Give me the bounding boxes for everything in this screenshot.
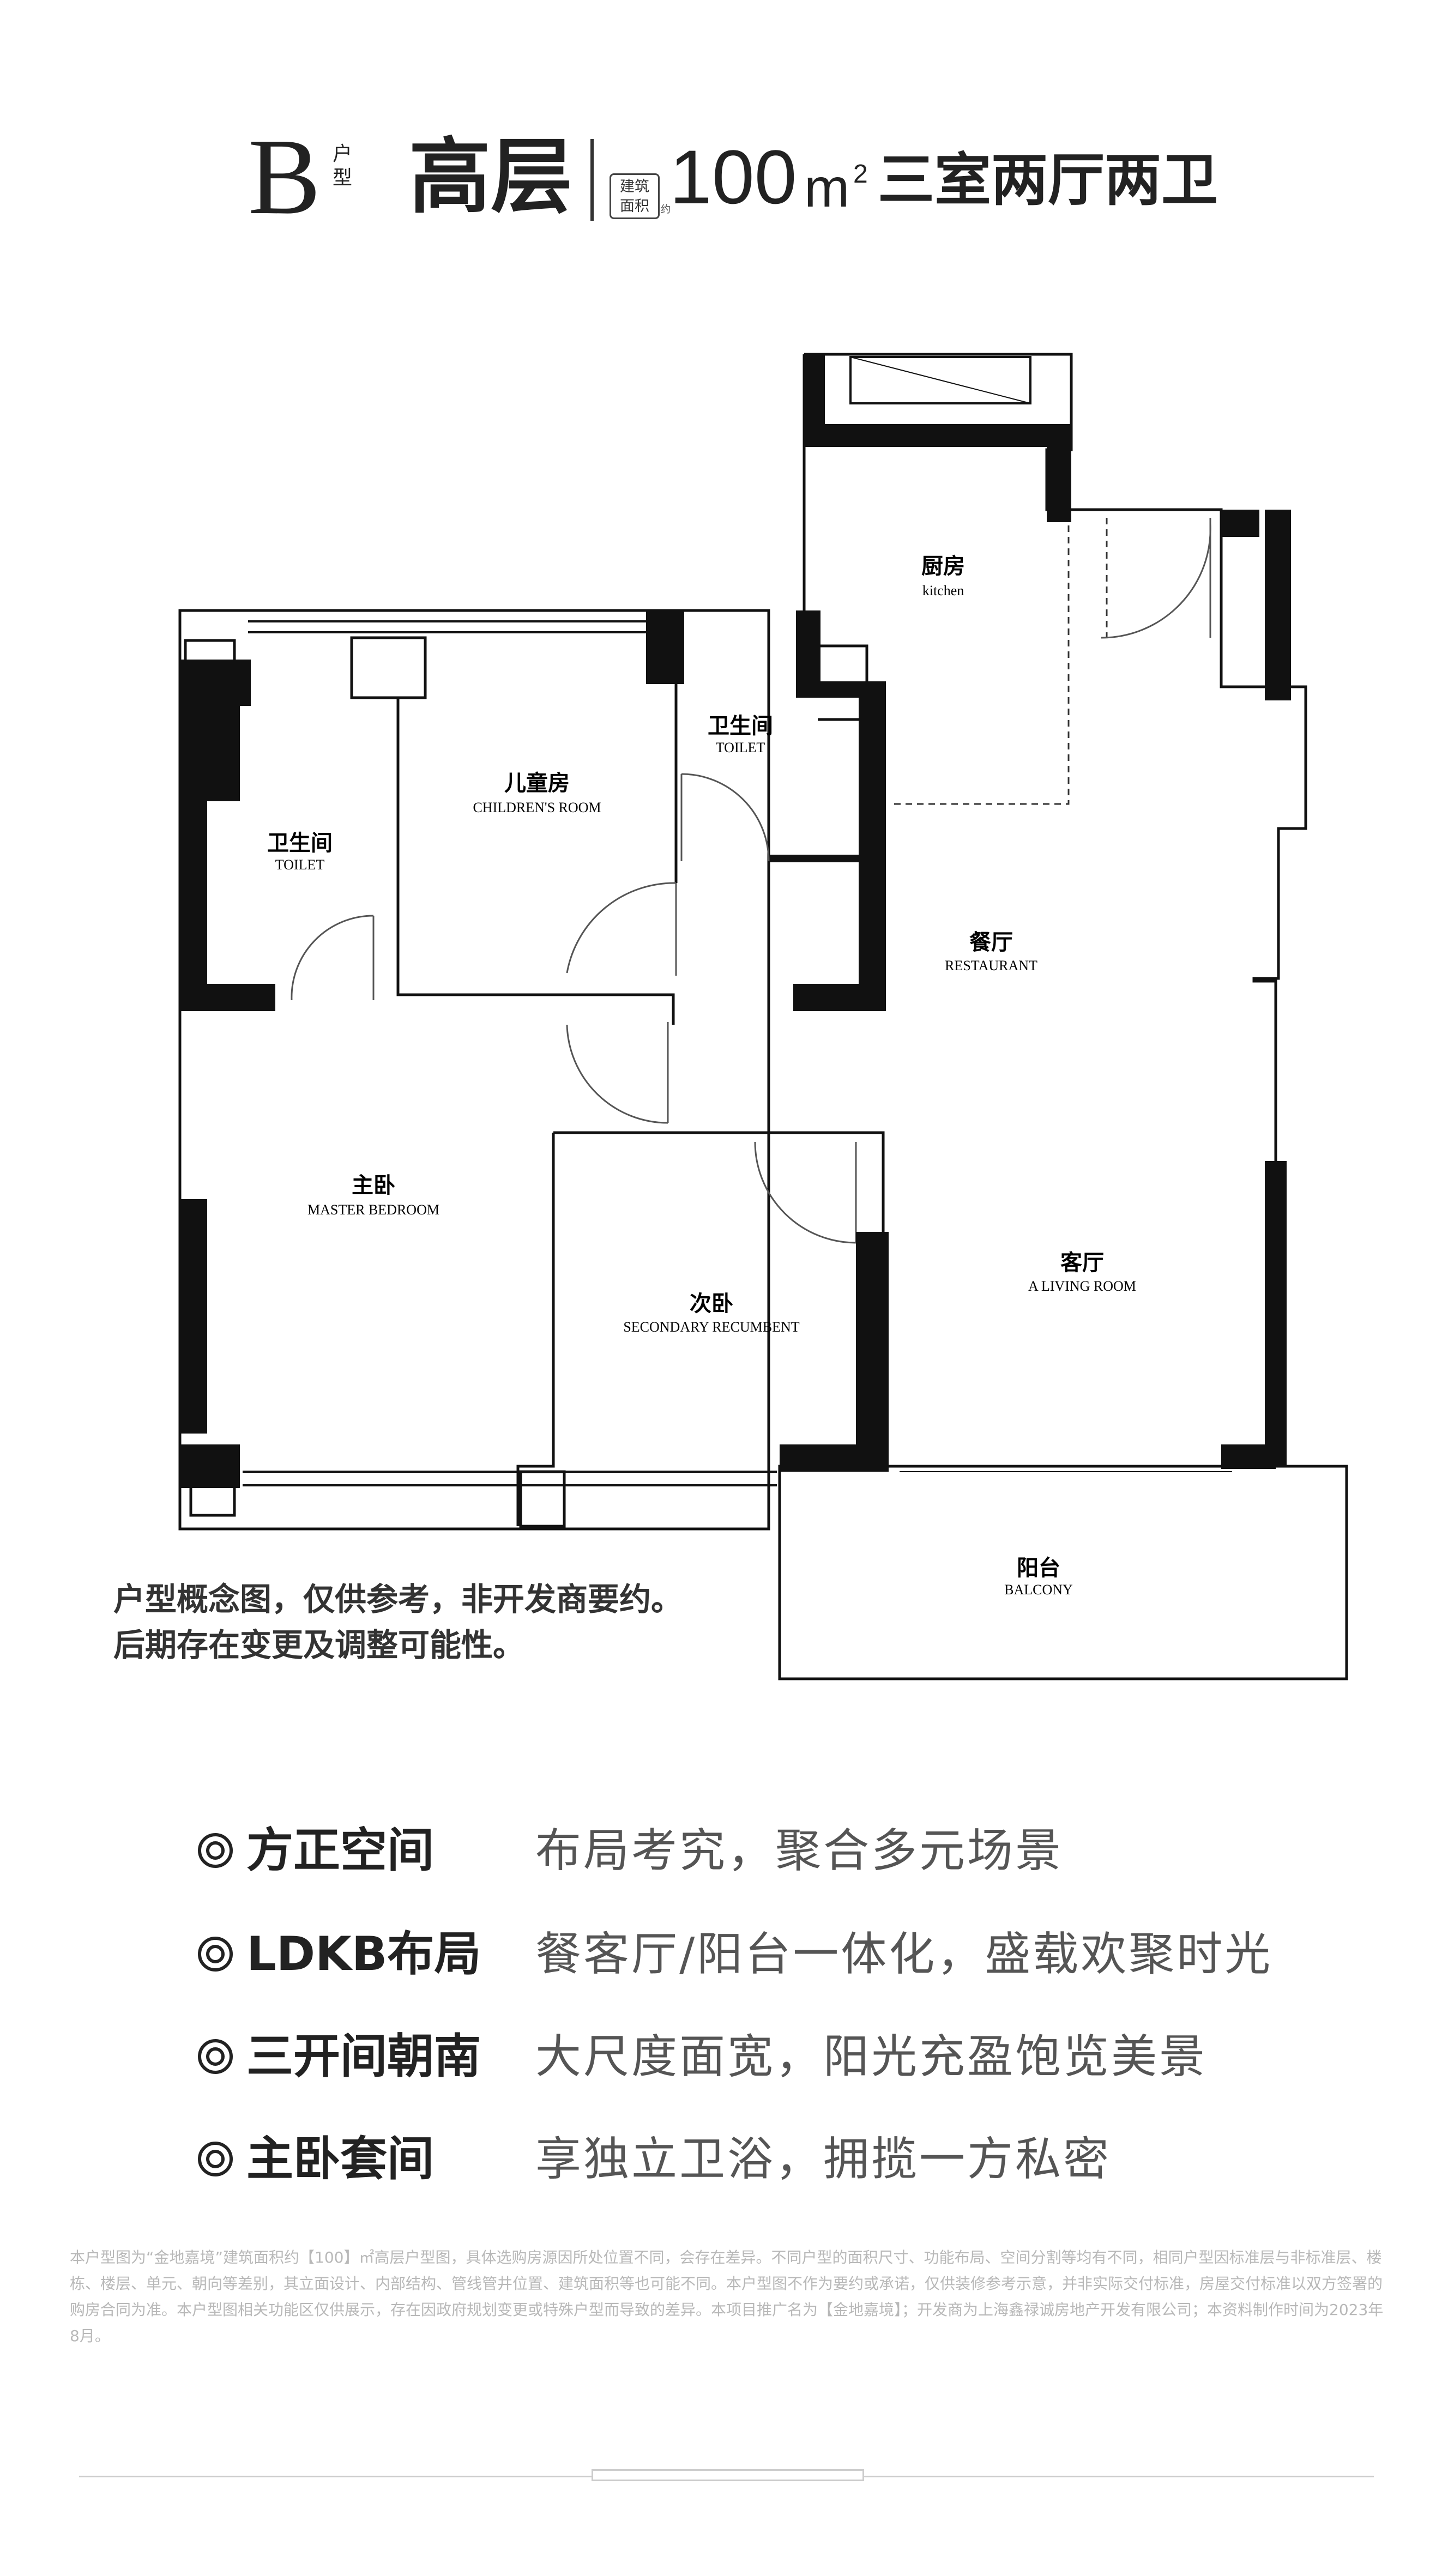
label-secondary-en: SECONDARY RECUMBENT bbox=[623, 1319, 799, 1335]
wall-nw-1 bbox=[180, 660, 251, 706]
unit-type-label-bottom: 型 bbox=[332, 167, 352, 189]
wall-restaurant-w bbox=[793, 984, 886, 1011]
unit-type-label-top: 户 bbox=[332, 143, 352, 165]
label-living-en: A LIVING ROOM bbox=[1028, 1278, 1136, 1294]
door-master bbox=[566, 1024, 668, 1124]
label-living-cn: 客厅 bbox=[1060, 1250, 1104, 1275]
wall-east-upper bbox=[1265, 510, 1291, 700]
wall-living-se bbox=[1221, 1444, 1276, 1469]
footer-bar bbox=[592, 2469, 864, 2481]
plan-outlines bbox=[178, 353, 1348, 1680]
area-tag-bottom: 面积 bbox=[620, 198, 649, 215]
label-master-cn: 主卧 bbox=[352, 1173, 395, 1198]
kitchen-dash bbox=[894, 518, 1108, 805]
label-restaurant-en: RESTAURANT bbox=[945, 958, 1037, 973]
solid-walls bbox=[180, 354, 1291, 1488]
label-restaurant-cn: 餐厅 bbox=[969, 930, 1013, 955]
closet-2 bbox=[519, 1470, 566, 1528]
door-swings bbox=[291, 518, 1211, 1244]
unit-type-letter: B bbox=[248, 117, 321, 237]
feature-key: LDKB布局 bbox=[246, 1927, 481, 1981]
feature-row: LDKB布局 餐客厅/阳台一体化，盛载欢聚时光 bbox=[196, 1924, 1341, 1984]
wall-entry-n bbox=[1221, 510, 1259, 537]
label-toilet-right-cn: 卫生间 bbox=[708, 713, 773, 739]
area-value: 100 bbox=[669, 134, 797, 220]
feature-key: 主卧套间 bbox=[246, 2132, 434, 2186]
feature-value: 大尺度面宽，阳光充盈饱览美景 bbox=[535, 2030, 1208, 2083]
wall-east-lower bbox=[1265, 1161, 1287, 1466]
wall-west-upper bbox=[180, 703, 207, 1011]
double-circle-icon bbox=[198, 2142, 233, 2176]
label-toilet-left-en: TOILET bbox=[275, 857, 325, 873]
plan-disclaimer-line-2: 后期存在变更及调整可能性。 bbox=[113, 1626, 525, 1664]
wall-toilet-s bbox=[180, 984, 275, 1011]
wall-central-spine bbox=[859, 681, 886, 1008]
label-children-cn: 儿童房 bbox=[504, 771, 570, 796]
wall-sw bbox=[180, 1444, 240, 1488]
door-toilet-left bbox=[291, 915, 374, 1001]
area-unit: m bbox=[804, 158, 850, 219]
double-circle-icon bbox=[198, 1833, 233, 1868]
label-toilet-left-cn: 卫生间 bbox=[267, 831, 333, 856]
wall-secondary-se bbox=[780, 1444, 889, 1472]
feature-key: 三开间朝南 bbox=[246, 2029, 481, 2084]
label-balcony-en: BALCONY bbox=[1004, 1582, 1073, 1598]
kitchen-window-diag bbox=[850, 356, 1031, 404]
label-toilet-right-en: TOILET bbox=[716, 740, 765, 755]
left-block-outline bbox=[178, 609, 770, 1531]
floor-plan: 厨房 kitchen 卫生间 TOILET 儿童房 CHILDREN'S ROO… bbox=[178, 353, 1348, 1680]
closet-1 bbox=[350, 636, 427, 699]
feature-row: 主卧套间 享独立卫浴，拥揽一方私密 bbox=[196, 2129, 1341, 2189]
wall-kitchen-nw bbox=[804, 354, 825, 431]
label-children-en: CHILDREN'S ROOM bbox=[473, 800, 601, 815]
wall-kitchen-n bbox=[804, 424, 1058, 447]
label-master-en: MASTER BEDROOM bbox=[307, 1202, 439, 1218]
label-balcony-cn: 阳台 bbox=[1017, 1556, 1060, 1581]
area-tag-top: 建筑 bbox=[620, 178, 649, 195]
double-circle-icon bbox=[198, 2039, 233, 2074]
label-secondary-cn: 次卧 bbox=[690, 1291, 733, 1316]
kitchen-dash-line bbox=[894, 521, 1070, 805]
wall-nw-2 bbox=[207, 703, 240, 801]
label-kitchen-en: kitchen bbox=[922, 583, 964, 598]
legal-fine-print: 本户型图为“金地嘉境”建筑面积约【100】㎡高层户型图，具体选购房源因所处位置不… bbox=[70, 2248, 1384, 2345]
area-unit-superscript: 2 bbox=[853, 160, 868, 189]
door-entry bbox=[1101, 523, 1211, 639]
feature-row: 三开间朝南 大尺度面宽，阳光充盈饱览美景 bbox=[196, 2027, 1341, 2087]
children-room-partition bbox=[396, 698, 675, 1025]
feature-key: 方正空间 bbox=[246, 1823, 434, 1878]
double-circle-icon bbox=[198, 1937, 233, 1972]
balcony-outline bbox=[778, 1465, 1348, 1680]
feature-row: 方正空间 布局考究，聚合多元场景 bbox=[196, 1821, 1341, 1880]
room-configuration: 三室两厅两卫 bbox=[878, 147, 1218, 213]
wall-center-n bbox=[646, 610, 684, 684]
feature-value: 享独立卫浴，拥揽一方私密 bbox=[535, 2132, 1112, 2186]
label-kitchen-cn: 厨房 bbox=[921, 554, 965, 579]
wall-ne-stub bbox=[796, 610, 820, 698]
area-tag-suffix: 约 bbox=[661, 204, 671, 215]
building-level: 高层 bbox=[409, 130, 573, 225]
wall-west-lower bbox=[180, 1199, 207, 1434]
room-labels: 厨房 kitchen 卫生间 TOILET 儿童房 CHILDREN'S ROO… bbox=[267, 554, 1136, 1598]
plan-disclaimer-line-1: 户型概念图，仅供参考，非开发商要约。 bbox=[113, 1581, 683, 1618]
door-children bbox=[566, 882, 677, 973]
feature-value: 餐客厅/阳台一体化，盛载欢聚时光 bbox=[535, 1927, 1273, 1981]
door-toilet-right bbox=[681, 773, 770, 862]
header-divider bbox=[590, 139, 594, 221]
secondary-room-west bbox=[516, 1133, 555, 1526]
door-secondary bbox=[754, 1141, 856, 1244]
wall-kitchen-ne bbox=[1047, 424, 1071, 522]
wall-secondary-e bbox=[856, 1232, 889, 1450]
area-tag: 建筑 面积 bbox=[610, 173, 660, 219]
feature-value: 布局考究，聚合多元场景 bbox=[535, 1824, 1064, 1877]
kitchen-window bbox=[849, 356, 1031, 404]
